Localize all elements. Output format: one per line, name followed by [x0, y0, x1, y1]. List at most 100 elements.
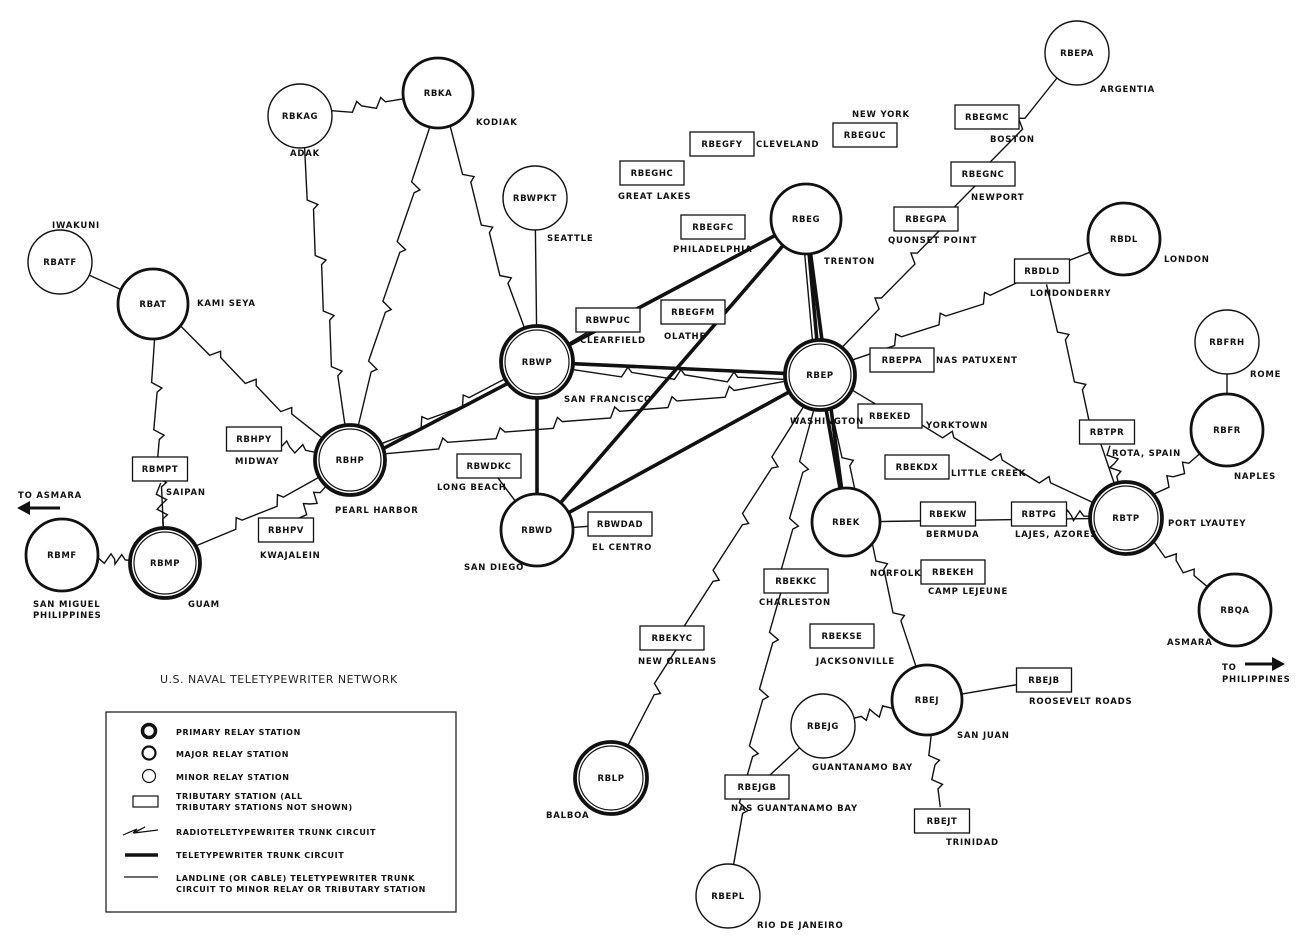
station-rbqa[interactable]: RBQA	[1197, 572, 1273, 648]
tributary-rbegnc[interactable]: RBEGNC	[950, 161, 1016, 187]
tributary-box	[857, 403, 923, 429]
station-rbepl[interactable]: RBEPL	[695, 863, 761, 929]
station-place-label: GUAM	[188, 600, 220, 610]
tributary-rbwpuc[interactable]: RBWPUC	[575, 307, 641, 333]
tributary-rbwdkc[interactable]: RBWDKC	[456, 453, 522, 479]
radio-link-rbtp-rbqa	[1152, 540, 1208, 588]
station-code: RBEG	[792, 215, 820, 225]
radio-link-rbkag-rbhp	[303, 147, 346, 426]
tributary-box	[257, 517, 315, 543]
tributary-rbegfy[interactable]: RBEGFY	[689, 131, 755, 157]
station-rbej[interactable]: RBEJ	[890, 663, 964, 737]
tributary-rbejgb[interactable]: RBEJGB	[724, 774, 790, 800]
tributary-rbekeh[interactable]: RBEKEH	[920, 559, 986, 585]
station-rbejg[interactable]: RBEJG	[790, 693, 856, 759]
tributary-rbeppa[interactable]: RBEPPA	[869, 347, 935, 373]
station-rbeg[interactable]: RBEG	[769, 182, 843, 256]
tributary-rbegmc[interactable]: RBEGMC	[954, 104, 1020, 130]
tributary-rbhpv[interactable]: RBHPV	[257, 517, 315, 543]
trunk-link-rbep-rbek	[824, 409, 842, 489]
station-place-label: WASHINGTON	[790, 417, 864, 427]
tributary-place-label: ROTA, SPAIN	[1112, 449, 1181, 459]
station-rbhp[interactable]: RBHP	[313, 423, 387, 497]
landline-link-rbeg-rbep	[804, 254, 814, 341]
tributary-rbdld[interactable]: RBDLD	[1013, 258, 1071, 284]
radio-link-rbwp-rbep	[572, 365, 785, 383]
tributary-rbekkc[interactable]: RBEKKC	[763, 568, 829, 594]
tributary-rbegpa[interactable]: RBEGPA	[893, 206, 959, 232]
tributary-icon	[132, 795, 159, 808]
legend-primary-text: PRIMARY RELAY STATION	[176, 728, 301, 737]
station-rbwp[interactable]: RBWP	[499, 324, 575, 400]
station-rbek[interactable]: RBEK	[810, 486, 882, 558]
tributary-rbegfc[interactable]: RBEGFC	[680, 214, 746, 240]
station-rbatf[interactable]: RBATF	[27, 229, 93, 295]
trunk-link-rbwd-rbep	[567, 390, 791, 515]
primary-inner-ring	[504, 329, 570, 395]
station-code: RBWP	[522, 358, 553, 368]
station-code: RBTP	[1112, 514, 1139, 524]
station-code: RBMF	[47, 551, 77, 561]
station-code: RBEPL	[711, 892, 744, 902]
tributary-rbwdad[interactable]: RBWDAD	[587, 511, 653, 537]
tributary-rbtpr[interactable]: RBTPR	[1078, 419, 1136, 445]
station-rbwd[interactable]: RBWD	[499, 492, 575, 568]
station-rbep[interactable]: RBEP	[783, 338, 857, 412]
tributary-rbekyc[interactable]: RBEKYC	[639, 625, 705, 651]
radio-link-rbka-rbhp	[357, 126, 431, 427]
station-place-label: KAMI SEYA	[197, 299, 256, 309]
station-rbka[interactable]: RBKA	[401, 56, 475, 130]
tributary-place-label: NAS PATUXENT	[936, 356, 1018, 366]
primary-relay-icon	[140, 722, 158, 740]
station-rbmf[interactable]: RBMF	[24, 517, 100, 593]
tributary-box	[639, 625, 705, 651]
primary-relay-circle	[128, 526, 202, 600]
tributary-rbegfm[interactable]: RBEGFM	[660, 299, 726, 325]
station-rbkag[interactable]: RBKAG	[267, 83, 333, 149]
station-rbat[interactable]: RBAT	[116, 267, 190, 341]
tributary-rbekw[interactable]: RBEKW	[919, 501, 977, 527]
tributary-rbekdx[interactable]: RBEKDX	[884, 454, 950, 480]
station-place-label: PEARL HARBOR	[335, 506, 419, 516]
radio-link-rbtp-rbfr	[1152, 453, 1201, 496]
tributary-rbeguc[interactable]: RBEGUC	[832, 122, 898, 148]
tributary-code: RBEKYC	[651, 634, 692, 644]
station-code: RBEPA	[1060, 49, 1094, 59]
station-rbepa[interactable]: RBEPA	[1044, 20, 1110, 86]
tributary-place-label: MIDWAY	[235, 457, 279, 467]
tributary-rbejb[interactable]: RBEJB	[1015, 667, 1073, 693]
tributary-code: RBEGFM	[671, 308, 715, 318]
primary-relay-circle	[1088, 480, 1164, 556]
radio-link-rbmpt-rbmp	[155, 482, 169, 529]
tributary-rbhpy[interactable]: RBHPY	[225, 426, 283, 452]
station-rbdl[interactable]: RBDL	[1086, 201, 1162, 277]
tributary-place-label: NEWPORT	[971, 193, 1024, 203]
tributary-rbekse[interactable]: RBEKSE	[809, 623, 875, 649]
station-rblp[interactable]: RBLP	[573, 740, 649, 816]
tributary-rbmpt[interactable]: RBMPT	[131, 456, 189, 482]
tributary-box	[920, 559, 986, 585]
tributary-code: RBEKSE	[822, 632, 863, 642]
station-rbmp[interactable]: RBMP	[128, 526, 202, 600]
primary-relay-circle	[783, 338, 857, 412]
tributary-place-label: JACKSONVILLE	[815, 657, 895, 667]
station-rbfrh[interactable]: RBFRH	[1194, 309, 1260, 375]
station-rbwpkt[interactable]: RBWPKT	[502, 165, 568, 231]
tributary-code: RBEGNC	[962, 170, 1005, 180]
tributary-box	[660, 299, 726, 325]
legend-minor-text: MINOR RELAY STATION	[176, 773, 290, 782]
radio-link-rbhpv-rbhp	[295, 485, 327, 521]
landline-link-rbejg-rbejgb	[766, 747, 800, 779]
diagram-title: U.S. NAVAL TELETYPEWRITER NETWORK	[160, 673, 398, 686]
major-relay-circle	[1086, 201, 1162, 277]
station-rbfr[interactable]: RBFR	[1189, 392, 1265, 468]
tributary-rbeghc[interactable]: RBEGHC	[619, 160, 685, 186]
tributary-code: RBEKKC	[775, 577, 816, 587]
station-code: RBQA	[1220, 606, 1249, 616]
station-rbtp[interactable]: RBTP	[1088, 480, 1164, 556]
tributary-code: RBDLD	[1024, 267, 1060, 277]
station-code: RBWPKT	[513, 194, 557, 204]
tributary-rbeked[interactable]: RBEKED	[857, 403, 923, 429]
tributary-rbtpg[interactable]: RBTPG	[1010, 501, 1068, 527]
tributary-rbejt[interactable]: RBEJT	[913, 808, 971, 834]
